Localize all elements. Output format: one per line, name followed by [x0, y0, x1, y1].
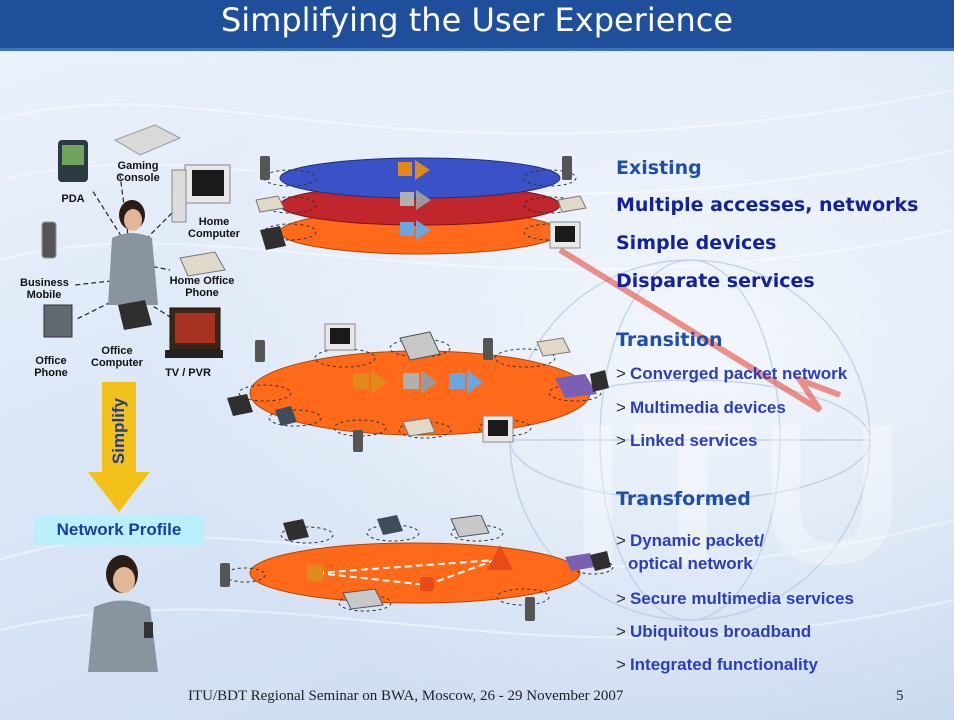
heading-transition: Transition — [616, 329, 723, 351]
transformed-bullet-1-cont: optical network — [628, 554, 753, 573]
simplify-label: Simplify — [109, 397, 128, 465]
existing-line-1: Multiple accesses, networks — [616, 194, 919, 216]
footer-text: ITU/BDT Regional Seminar on BWA, Moscow,… — [188, 688, 624, 704]
label-office-phone: Office Phone — [34, 355, 68, 379]
label-gaming-console: Gaming Console — [116, 160, 160, 184]
person-icon — [108, 200, 158, 305]
tv-pvr-icon — [165, 307, 223, 358]
slide-title: Simplifying the User Experience — [220, 1, 733, 39]
transformed-bullet-3: >Ubiquitous broadband — [616, 622, 812, 641]
business-mobile-icon — [41, 221, 57, 259]
label-home-computer: Home Computer — [188, 216, 240, 240]
existing-network-graphic — [255, 156, 587, 255]
transition-bullet-2: >Multimedia devices — [616, 398, 786, 417]
existing-line-3: Disparate services — [616, 270, 815, 292]
label-office-computer: Office Computer — [91, 345, 143, 369]
transition-bullet-3: >Linked services — [616, 431, 758, 450]
existing-line-2: Simple devices — [616, 232, 777, 254]
label-home-office-phone: Home Office Phone — [169, 275, 235, 299]
transition-bullet-1: >Converged packet network — [616, 364, 848, 383]
heading-transformed: Transformed — [616, 488, 751, 510]
network-profile-person-icon — [88, 555, 158, 672]
office-computer-icon — [118, 300, 152, 330]
transformed-bullet-4: >Integrated functionality — [616, 655, 818, 674]
label-business-mobile: Business Mobile — [20, 277, 69, 301]
label-tv-pvr: TV / PVR — [165, 367, 211, 379]
label-pda: PDA — [61, 193, 85, 205]
office-phone-icon — [43, 304, 73, 338]
title-bar — [0, 0, 954, 51]
network-profile-box: Network Profile — [34, 515, 204, 545]
gaming-console-icon — [113, 124, 182, 156]
heading-existing: Existing — [616, 157, 702, 179]
transformed-bullet-1: >Dynamic packet/ — [616, 531, 765, 550]
simplify-arrow — [88, 382, 150, 512]
page-number: 5 — [896, 688, 904, 704]
home-office-phone-icon — [179, 251, 226, 277]
watermark-itu: ITU — [570, 383, 911, 606]
transition-network-graphic — [227, 323, 609, 452]
transformed-network-graphic — [220, 515, 614, 621]
transformed-bullet-2: >Secure multimedia services — [616, 589, 854, 608]
device-cluster-graphic — [41, 124, 231, 358]
home-computer-icon — [171, 164, 231, 223]
